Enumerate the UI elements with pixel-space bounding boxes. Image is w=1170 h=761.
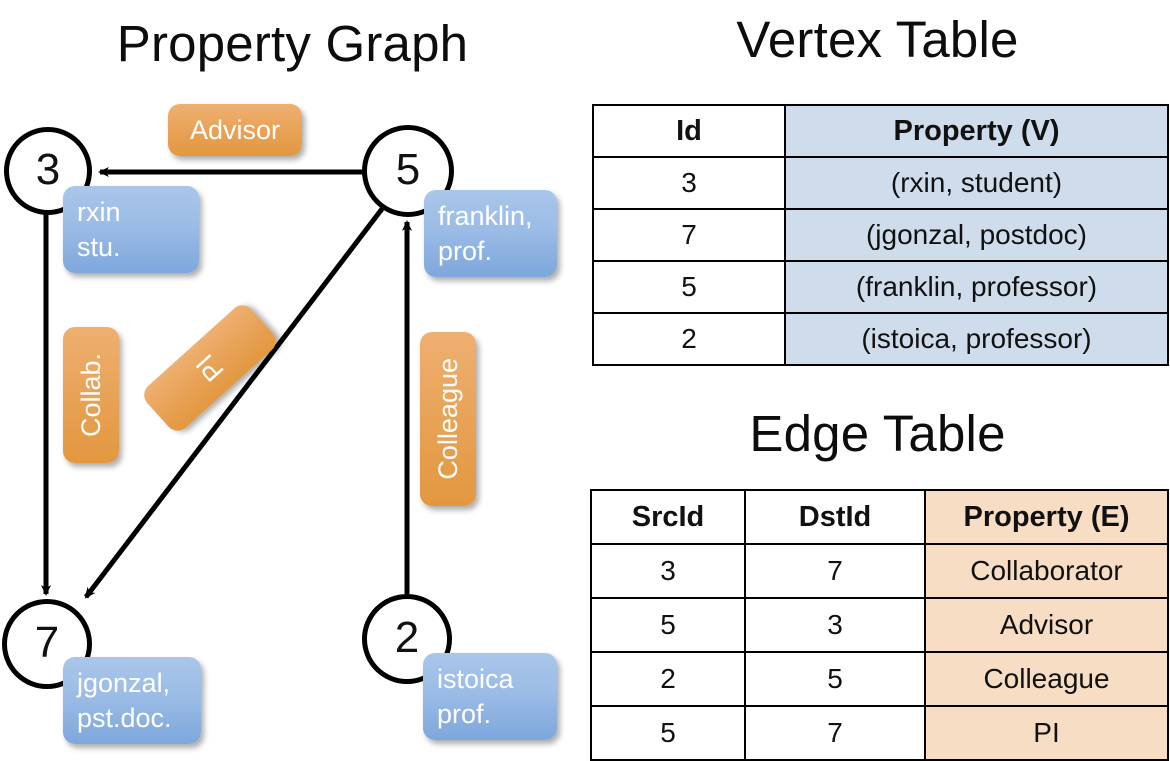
vertex-property-box-istoica: istoica prof. (423, 653, 557, 740)
vertex-row-1-property: (jgonzal, postdoc) (784, 208, 1169, 262)
vertex-property-box-franklin: franklin, prof. (424, 190, 557, 277)
graph-edges (41, 167, 412, 599)
table-row: 5 7 PI (590, 705, 1169, 761)
edge-row-1-src: 5 (590, 597, 746, 653)
edge-label-advisor: Advisor (168, 104, 302, 156)
edge-row-0-dst: 7 (744, 543, 926, 599)
page-title-property-graph: Property Graph (116, 15, 469, 72)
table-row: 3 (rxin, student) (592, 156, 1169, 210)
edge-row-3-dst: 7 (744, 705, 926, 761)
edge-table-col-property: Property (E) (924, 489, 1169, 545)
edge-table-header-row: SrcId DstId Property (E) (590, 489, 1169, 545)
edge-5-to-7 (84, 203, 387, 599)
vertex-property-rxin-line2: stu. (77, 231, 121, 262)
edge-row-2-dst: 5 (744, 651, 926, 707)
vertex-row-2-id: 5 (592, 260, 786, 314)
edge-row-2-src: 2 (590, 651, 746, 707)
edge-row-1-dst: 3 (744, 597, 926, 653)
vertex-property-istoica-line2: prof. (437, 698, 492, 729)
graph-node-5-label: 5 (395, 145, 421, 194)
table-row: 5 (franklin, professor) (592, 260, 1169, 314)
edge-row-0-property: Collaborator (924, 543, 1169, 599)
vertex-table: Id Property (V) 3 (rxin, student) 7 (jgo… (592, 104, 1169, 366)
edge-label-colleague: Colleague (420, 332, 476, 506)
graph-node-7-label: 7 (34, 618, 60, 667)
vertex-row-3-id: 2 (592, 312, 786, 366)
graph-node-2[interactable]: 2 (362, 594, 452, 684)
vertex-row-0-id: 3 (592, 156, 786, 210)
table-row: 2 5 Colleague (590, 651, 1169, 707)
edge-label-pi-text: PI (189, 348, 230, 388)
edge-row-3-src: 5 (590, 705, 746, 761)
edge-table-col-srcid: SrcId (590, 489, 746, 545)
vertex-row-1-id: 7 (592, 208, 786, 262)
edge-label-collab: Collab. (63, 327, 119, 463)
vertex-table-header-row: Id Property (V) (592, 104, 1169, 158)
edge-table: SrcId DstId Property (E) 3 7 Collaborato… (590, 489, 1169, 761)
table-row: 5 3 Advisor (590, 597, 1169, 653)
vertex-property-jgonzal-line1: jgonzal, (77, 667, 171, 698)
vertex-table-col-id: Id (592, 104, 786, 158)
edge-label-advisor-text: Advisor (189, 114, 281, 145)
vertex-row-0-property: (rxin, student) (784, 156, 1169, 210)
vertex-property-rxin-line1: rxin (77, 196, 121, 227)
vertex-property-franklin-line1: franklin, (438, 200, 533, 231)
vertex-row-3-property: (istoica, professor) (784, 312, 1169, 366)
vertex-property-box-jgonzal: jgonzal, pst.doc. (63, 657, 201, 744)
table-row: 2 (istoica, professor) (592, 312, 1169, 366)
edge-row-0-src: 3 (590, 543, 746, 599)
edge-label-collab-text: Collab. (75, 352, 106, 438)
page-title-vertex-table: Vertex Table (736, 11, 1019, 68)
edge-row-3-property: PI (924, 705, 1169, 761)
edge-label-colleague-text: Colleague (432, 358, 463, 480)
edge-table-col-dstid: DstId (744, 489, 926, 545)
vertex-property-franklin-line2: prof. (438, 235, 493, 266)
vertex-property-box-rxin: rxin stu. (63, 186, 199, 273)
graph-node-2-label: 2 (394, 613, 420, 662)
property-graph-panel: Property Graph 3 5 7 2 rxin stu. frankli… (0, 0, 585, 760)
page-title-edge-table: Edge Table (749, 405, 1006, 462)
graph-node-5[interactable]: 5 (362, 125, 454, 217)
vertex-property-istoica-line1: istoica (437, 663, 514, 694)
vertex-property-jgonzal-line2: pst.doc. (77, 702, 172, 733)
vertex-row-2-property: (franklin, professor) (784, 260, 1169, 314)
edge-row-1-property: Advisor (924, 597, 1169, 653)
vertex-table-col-property: Property (V) (784, 104, 1169, 158)
table-row: 3 7 Collaborator (590, 543, 1169, 599)
edge-row-2-property: Colleague (924, 651, 1169, 707)
table-row: 7 (jgonzal, postdoc) (592, 208, 1169, 262)
graph-node-3-label: 3 (35, 145, 61, 194)
